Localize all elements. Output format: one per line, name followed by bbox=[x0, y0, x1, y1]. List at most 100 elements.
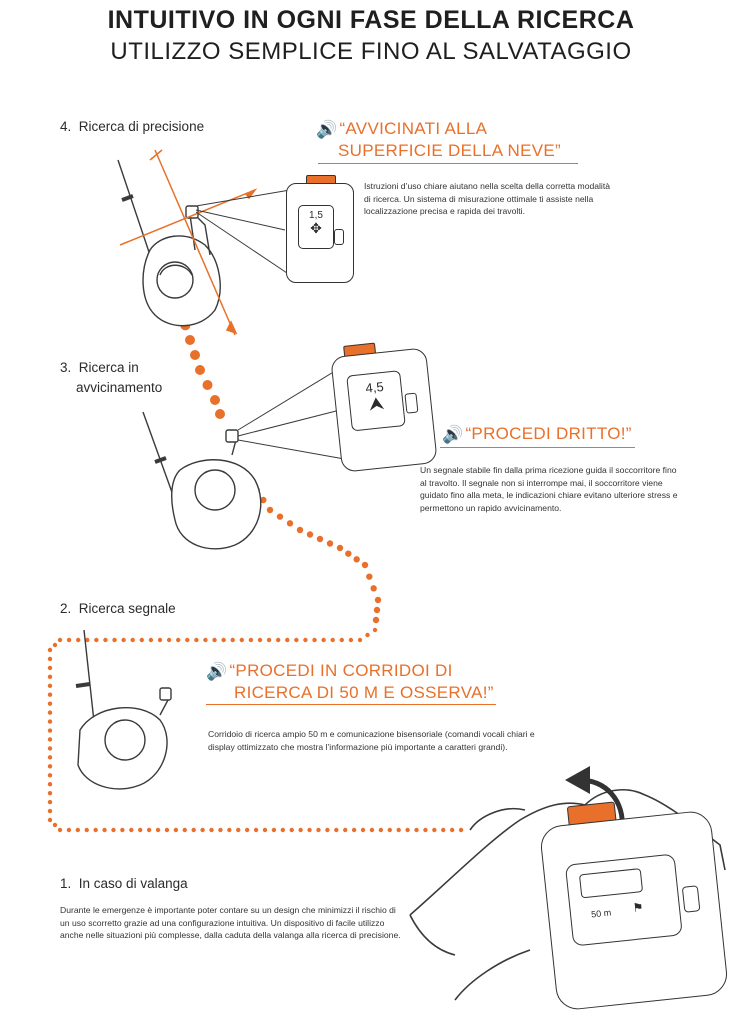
precision-cross-lines bbox=[119, 149, 258, 336]
step2-description: Corridoio di ricerca ampio 50 m e comuni… bbox=[208, 729, 535, 752]
path-dot bbox=[230, 637, 235, 643]
path-dot bbox=[441, 827, 446, 833]
path-dot bbox=[306, 531, 314, 538]
path-dot bbox=[47, 782, 53, 787]
step3-quote-line1: “PROCEDI DRITTO!” bbox=[465, 424, 632, 443]
path-dot bbox=[195, 365, 205, 375]
path-dot bbox=[262, 827, 268, 833]
path-dot bbox=[157, 637, 163, 643]
main-subtitle: UTILIZZO SEMPLICE FINO AL SALVATAGGIO bbox=[110, 38, 632, 65]
path-dot bbox=[146, 827, 152, 833]
path-dot bbox=[47, 755, 53, 760]
path-dot bbox=[47, 817, 53, 823]
display-distance: 1,5 bbox=[309, 210, 323, 221]
path-dot bbox=[303, 637, 308, 643]
device-side-button[interactable] bbox=[681, 885, 701, 913]
path-dot bbox=[374, 596, 382, 604]
path-dot bbox=[57, 637, 63, 643]
path-dot bbox=[396, 827, 401, 833]
path-dot bbox=[266, 637, 272, 643]
path-dot bbox=[194, 637, 199, 643]
path-dot bbox=[173, 827, 179, 833]
step2-quote: 🔊“PROCEDI IN CORRIDOI DI RICERCA DI 50 M… bbox=[206, 660, 494, 703]
path-dot bbox=[120, 827, 125, 833]
step4-description: Istruzioni d’uso chiare aiutano nella sc… bbox=[364, 181, 611, 216]
flag-icon: ⚑ bbox=[632, 900, 645, 916]
path-dot bbox=[75, 637, 81, 643]
step3-description: Un segnale stabile fin dalla prima ricez… bbox=[420, 465, 678, 513]
path-dot bbox=[175, 637, 181, 643]
path-dot bbox=[190, 350, 200, 360]
path-dot bbox=[276, 513, 284, 520]
path-dot bbox=[130, 637, 135, 643]
step3-quote-underline bbox=[440, 447, 635, 448]
step3-label-line1: Ricerca in bbox=[78, 360, 139, 375]
step1-heading: 1. In caso di valanga bbox=[60, 874, 188, 894]
path-dot bbox=[47, 701, 53, 706]
path-dot bbox=[334, 827, 339, 833]
path-dot bbox=[321, 637, 326, 643]
path-dot bbox=[361, 561, 369, 569]
path-dot bbox=[202, 380, 213, 390]
path-dot bbox=[47, 647, 53, 653]
path-dot bbox=[84, 827, 89, 833]
path-dot bbox=[47, 728, 53, 733]
path-dot bbox=[57, 827, 63, 833]
speaker-icon: 🔊 bbox=[206, 662, 228, 682]
device-screen: 4,5 ⮝ bbox=[346, 370, 406, 432]
path-dot bbox=[191, 827, 196, 833]
step2-quote-underline bbox=[206, 704, 496, 705]
path-dot bbox=[166, 637, 172, 643]
path-dot bbox=[185, 637, 190, 643]
path-dot bbox=[164, 827, 170, 833]
path-dot bbox=[357, 637, 363, 643]
path-dot bbox=[215, 409, 225, 419]
path-dot bbox=[316, 827, 321, 833]
path-dot bbox=[185, 335, 195, 345]
device-side-button[interactable] bbox=[404, 392, 419, 414]
beacon-device-step1: 50 m ⚑ bbox=[538, 801, 730, 1012]
step4-quote: 🔊“AVVICINATI ALLA SUPERFICIE DELLA NEVE” bbox=[316, 118, 561, 161]
path-dot bbox=[372, 616, 380, 624]
path-dot bbox=[285, 637, 290, 643]
path-dot bbox=[345, 550, 352, 557]
path-dot bbox=[221, 637, 226, 643]
path-dot bbox=[360, 827, 366, 833]
speaker-icon: 🔊 bbox=[442, 425, 464, 445]
path-dot bbox=[103, 637, 108, 643]
step3-heading: 3. Ricerca in avvicinamento bbox=[60, 358, 162, 398]
path-dot bbox=[85, 637, 90, 643]
path-dot bbox=[351, 827, 357, 833]
speaker-icon: 🔊 bbox=[316, 120, 338, 140]
path-dot bbox=[182, 827, 187, 833]
device-side-button[interactable] bbox=[334, 229, 344, 245]
path-dot bbox=[47, 656, 53, 662]
step3-number: 3. bbox=[60, 360, 72, 375]
rescuer-figure-step2 bbox=[75, 629, 172, 790]
path-dot bbox=[289, 827, 294, 833]
path-dot bbox=[212, 637, 217, 643]
device-screen: 1,5 ✥ bbox=[298, 205, 334, 249]
path-dot bbox=[66, 637, 72, 643]
step4-quote-line1: “AVVICINATI ALLA bbox=[339, 119, 488, 138]
path-dot bbox=[66, 827, 72, 833]
step1-description: Durante le emergenze è importante poter … bbox=[60, 905, 401, 940]
path-dot bbox=[47, 710, 53, 715]
path-dot bbox=[414, 827, 419, 833]
path-dot bbox=[209, 827, 214, 833]
path-dot bbox=[378, 827, 384, 833]
path-dot bbox=[307, 827, 312, 833]
step2-heading: 2. Ricerca segnale bbox=[60, 599, 176, 619]
path-dot bbox=[47, 790, 53, 796]
path-dot bbox=[372, 627, 378, 633]
rescuer-figure-step3 bbox=[142, 411, 262, 550]
path-dot bbox=[373, 606, 381, 614]
path-dot bbox=[248, 637, 254, 643]
beacon-device-step3: 4,5 ⮝ bbox=[330, 342, 438, 473]
path-dot bbox=[47, 773, 53, 778]
step4-number: 4. bbox=[60, 119, 72, 134]
direction-arrow-icon: ⮝ bbox=[367, 393, 385, 415]
rescuer-figure-step4 bbox=[117, 159, 221, 327]
path-dot bbox=[239, 637, 245, 643]
path-dot bbox=[47, 665, 53, 671]
